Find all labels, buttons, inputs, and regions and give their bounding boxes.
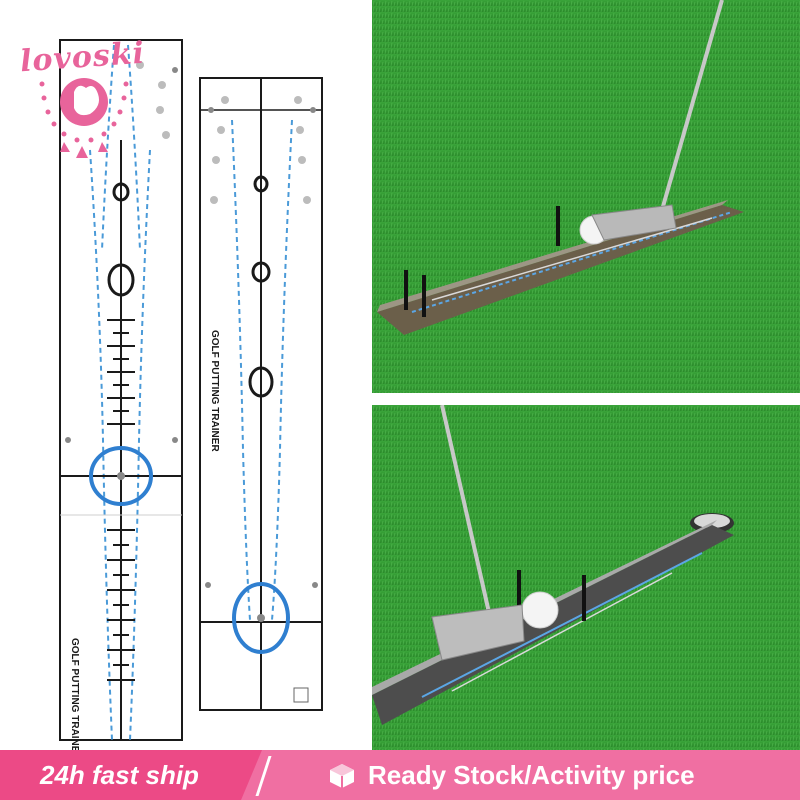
mirror-plate-short [199, 77, 323, 711]
box-icon [330, 764, 354, 788]
trainer-label-long: GOLF PUTTING TRAINER [69, 638, 80, 750]
grass-photo-top [372, 0, 800, 393]
grass-photo-bottom [372, 405, 800, 750]
banner-divider [255, 756, 272, 796]
photo-putter-on-mirror [372, 0, 800, 393]
brand-logo: lovoski [2, 14, 152, 164]
photo-putter-with-hole [372, 405, 800, 750]
ready-stock-label: Ready Stock/Activity price [368, 760, 695, 790]
product-illustration: GOLF PUTTING TRAINER [0, 0, 370, 760]
banner-left-panel [0, 750, 262, 800]
hand-badge-icon [39, 78, 129, 158]
fast-ship-label: 24h fast ship [40, 760, 199, 790]
trainer-label-short: GOLF PUTTING TRAINER [209, 330, 220, 452]
promo-banner: 24h fast ship Ready Stock/Activity price [0, 750, 800, 800]
